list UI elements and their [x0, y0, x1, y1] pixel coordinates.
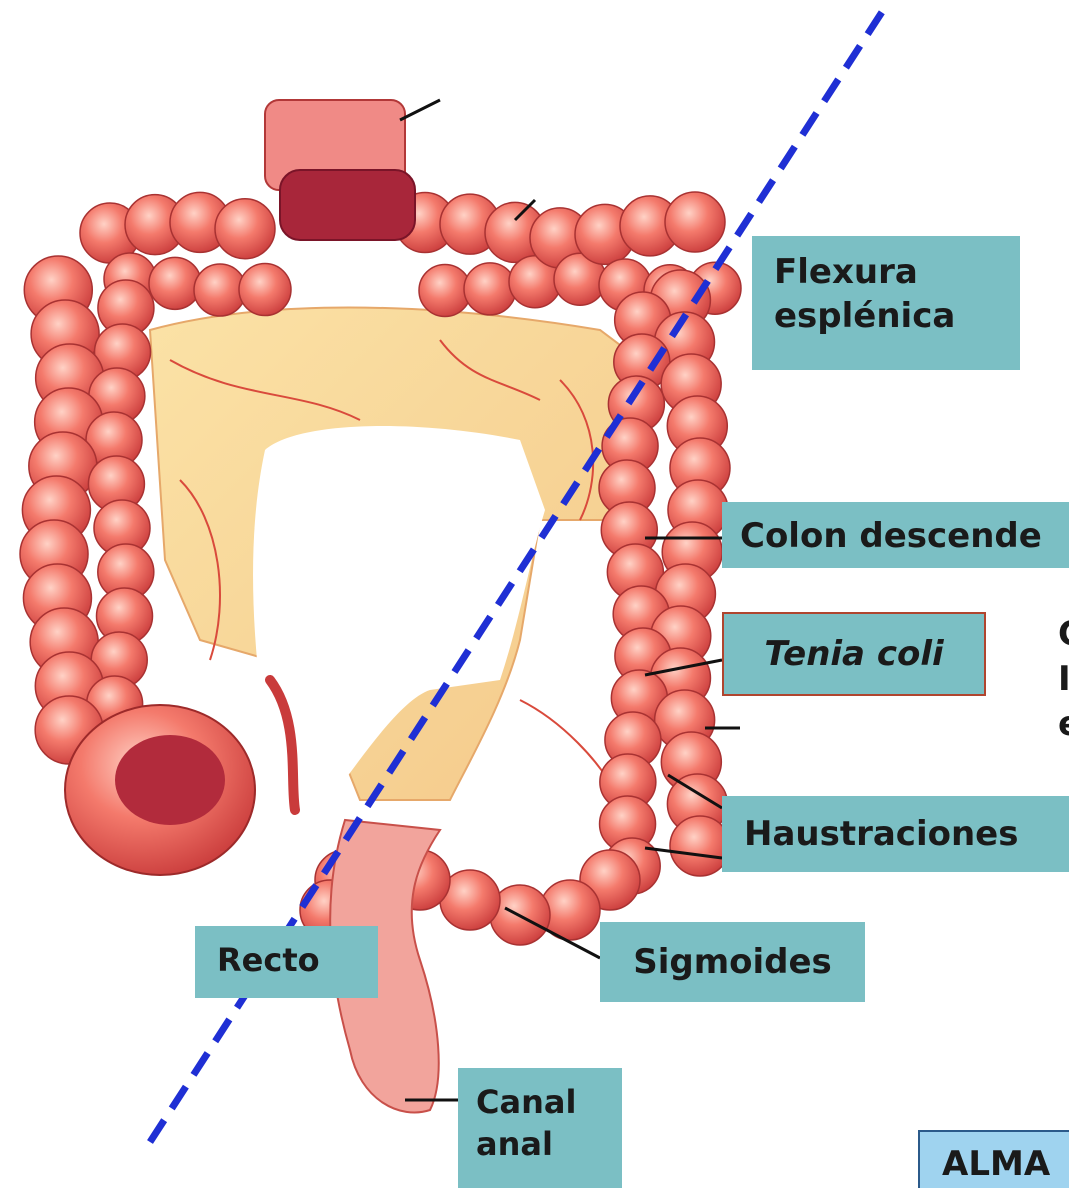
- flexura-line-1: Flexura: [774, 250, 998, 294]
- flexura-line-2: esplénica: [774, 294, 998, 338]
- label-haustraciones: Haustraciones: [722, 796, 1069, 872]
- canal-anal-line-2: anal: [476, 1124, 604, 1166]
- haustra-pouch: [239, 264, 291, 316]
- label-tenia-coli: Tenia coli: [722, 612, 986, 696]
- haustra-pouch: [665, 192, 725, 252]
- haustra-pouch: [419, 264, 471, 316]
- haustra-pouch: [670, 816, 730, 876]
- label-sigmoides: Sigmoides: [600, 922, 865, 1002]
- clipped-line-3: e: [1058, 702, 1069, 747]
- label-almacen: ALMA: [918, 1130, 1069, 1188]
- clipped-line-1: C: [1058, 612, 1069, 657]
- canal-anal-line-1: Canal: [476, 1082, 604, 1124]
- label-colon-descendente: Colon descende: [722, 502, 1069, 568]
- haustra-pouch: [149, 257, 201, 309]
- colon-descendente-text: Colon descende: [740, 516, 1042, 556]
- haustra-pouch: [464, 263, 516, 315]
- almacen-text: ALMA: [942, 1144, 1050, 1184]
- haustra-pouch: [215, 199, 275, 259]
- sigmoides-text: Sigmoides: [633, 940, 832, 984]
- label-canal-anal: Canal anal: [458, 1068, 622, 1188]
- recto-text: Recto: [217, 941, 320, 979]
- haustra-pouch: [194, 264, 246, 316]
- clipped-line-2: I: [1058, 657, 1069, 702]
- label-recto: Recto: [195, 926, 378, 998]
- tenia-coli-text: Tenia coli: [764, 632, 943, 676]
- haustraciones-text: Haustraciones: [744, 814, 1018, 854]
- clipped-right-text: C I e: [1058, 612, 1069, 748]
- label-flexura-esplenica: Flexura esplénica: [752, 236, 1020, 370]
